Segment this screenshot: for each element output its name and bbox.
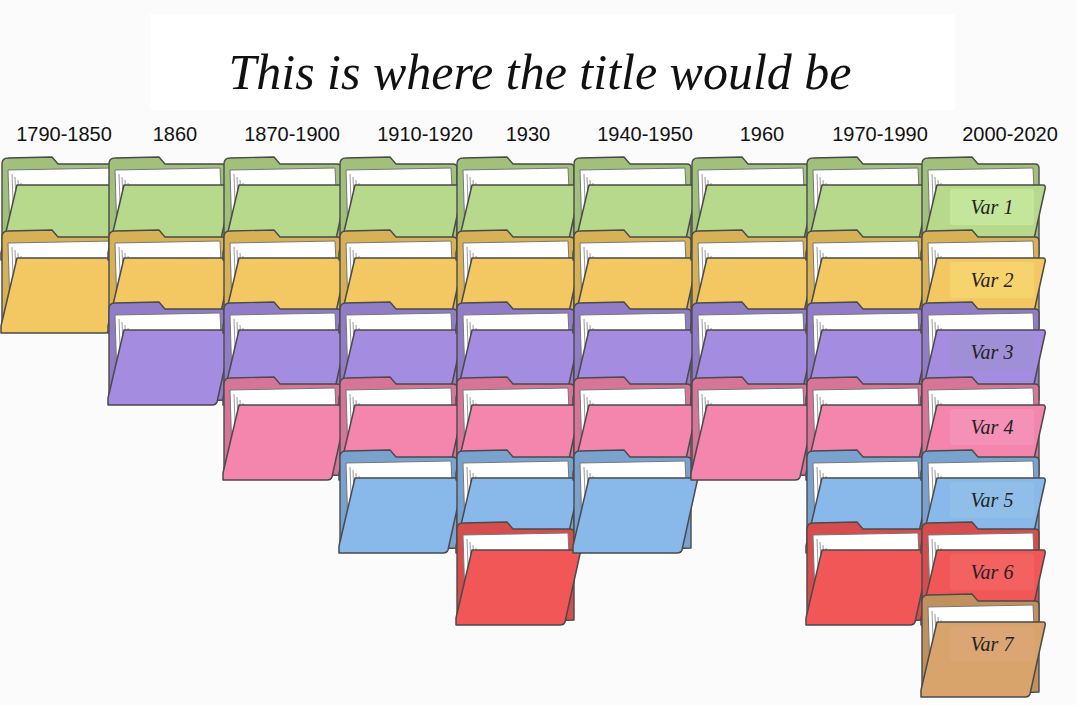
variable-name: Var 5 xyxy=(971,488,1014,512)
folder-column xyxy=(456,157,580,625)
folder-front xyxy=(108,330,232,405)
folder-front xyxy=(1,258,125,333)
title-backdrop xyxy=(150,14,955,110)
folder-column xyxy=(691,157,815,480)
period-header: 1940-1950 xyxy=(597,122,693,146)
variable-folder-label: Var 6 xyxy=(950,554,1034,590)
period-header: 1960 xyxy=(740,122,785,146)
variable-name: Var 6 xyxy=(971,560,1014,584)
folder-column xyxy=(1,157,125,333)
variable-name: Var 7 xyxy=(971,632,1014,656)
period-header: 2000-2020 xyxy=(962,122,1058,146)
variable-name: Var 1 xyxy=(971,195,1014,219)
variable-folder-label: Var 7 xyxy=(950,626,1034,662)
variable-folder-label: Var 5 xyxy=(950,482,1034,518)
period-header: 1930 xyxy=(506,122,551,146)
folder-column xyxy=(108,157,232,405)
variable-name: Var 2 xyxy=(971,268,1014,292)
folder-column xyxy=(573,157,697,553)
period-header: 1870-1900 xyxy=(244,122,340,146)
folder-front xyxy=(921,622,1045,697)
folder-front xyxy=(223,405,347,480)
folder-front xyxy=(806,550,930,625)
folder-column xyxy=(921,157,1045,697)
folder-front xyxy=(573,478,697,553)
folder-column xyxy=(223,157,347,480)
variable-folder-label: Var 4 xyxy=(950,409,1034,445)
period-header: 1790-1850 xyxy=(16,122,112,146)
variable-name: Var 4 xyxy=(971,415,1014,439)
period-header: 1970-1990 xyxy=(832,122,928,146)
variable-folder-label: Var 3 xyxy=(950,334,1034,370)
folder-front xyxy=(339,478,463,553)
folder-column xyxy=(806,157,930,625)
folder-column xyxy=(339,157,463,553)
diagram-title: This is where the title would be xyxy=(150,42,930,102)
variable-folder-label: Var 2 xyxy=(950,262,1034,298)
folder-front xyxy=(691,405,815,480)
period-header: 1910-1920 xyxy=(377,122,473,146)
folder-front xyxy=(456,550,580,625)
variable-name: Var 3 xyxy=(971,340,1014,364)
period-header: 1860 xyxy=(153,122,198,146)
variable-folder-label: Var 1 xyxy=(950,189,1034,225)
